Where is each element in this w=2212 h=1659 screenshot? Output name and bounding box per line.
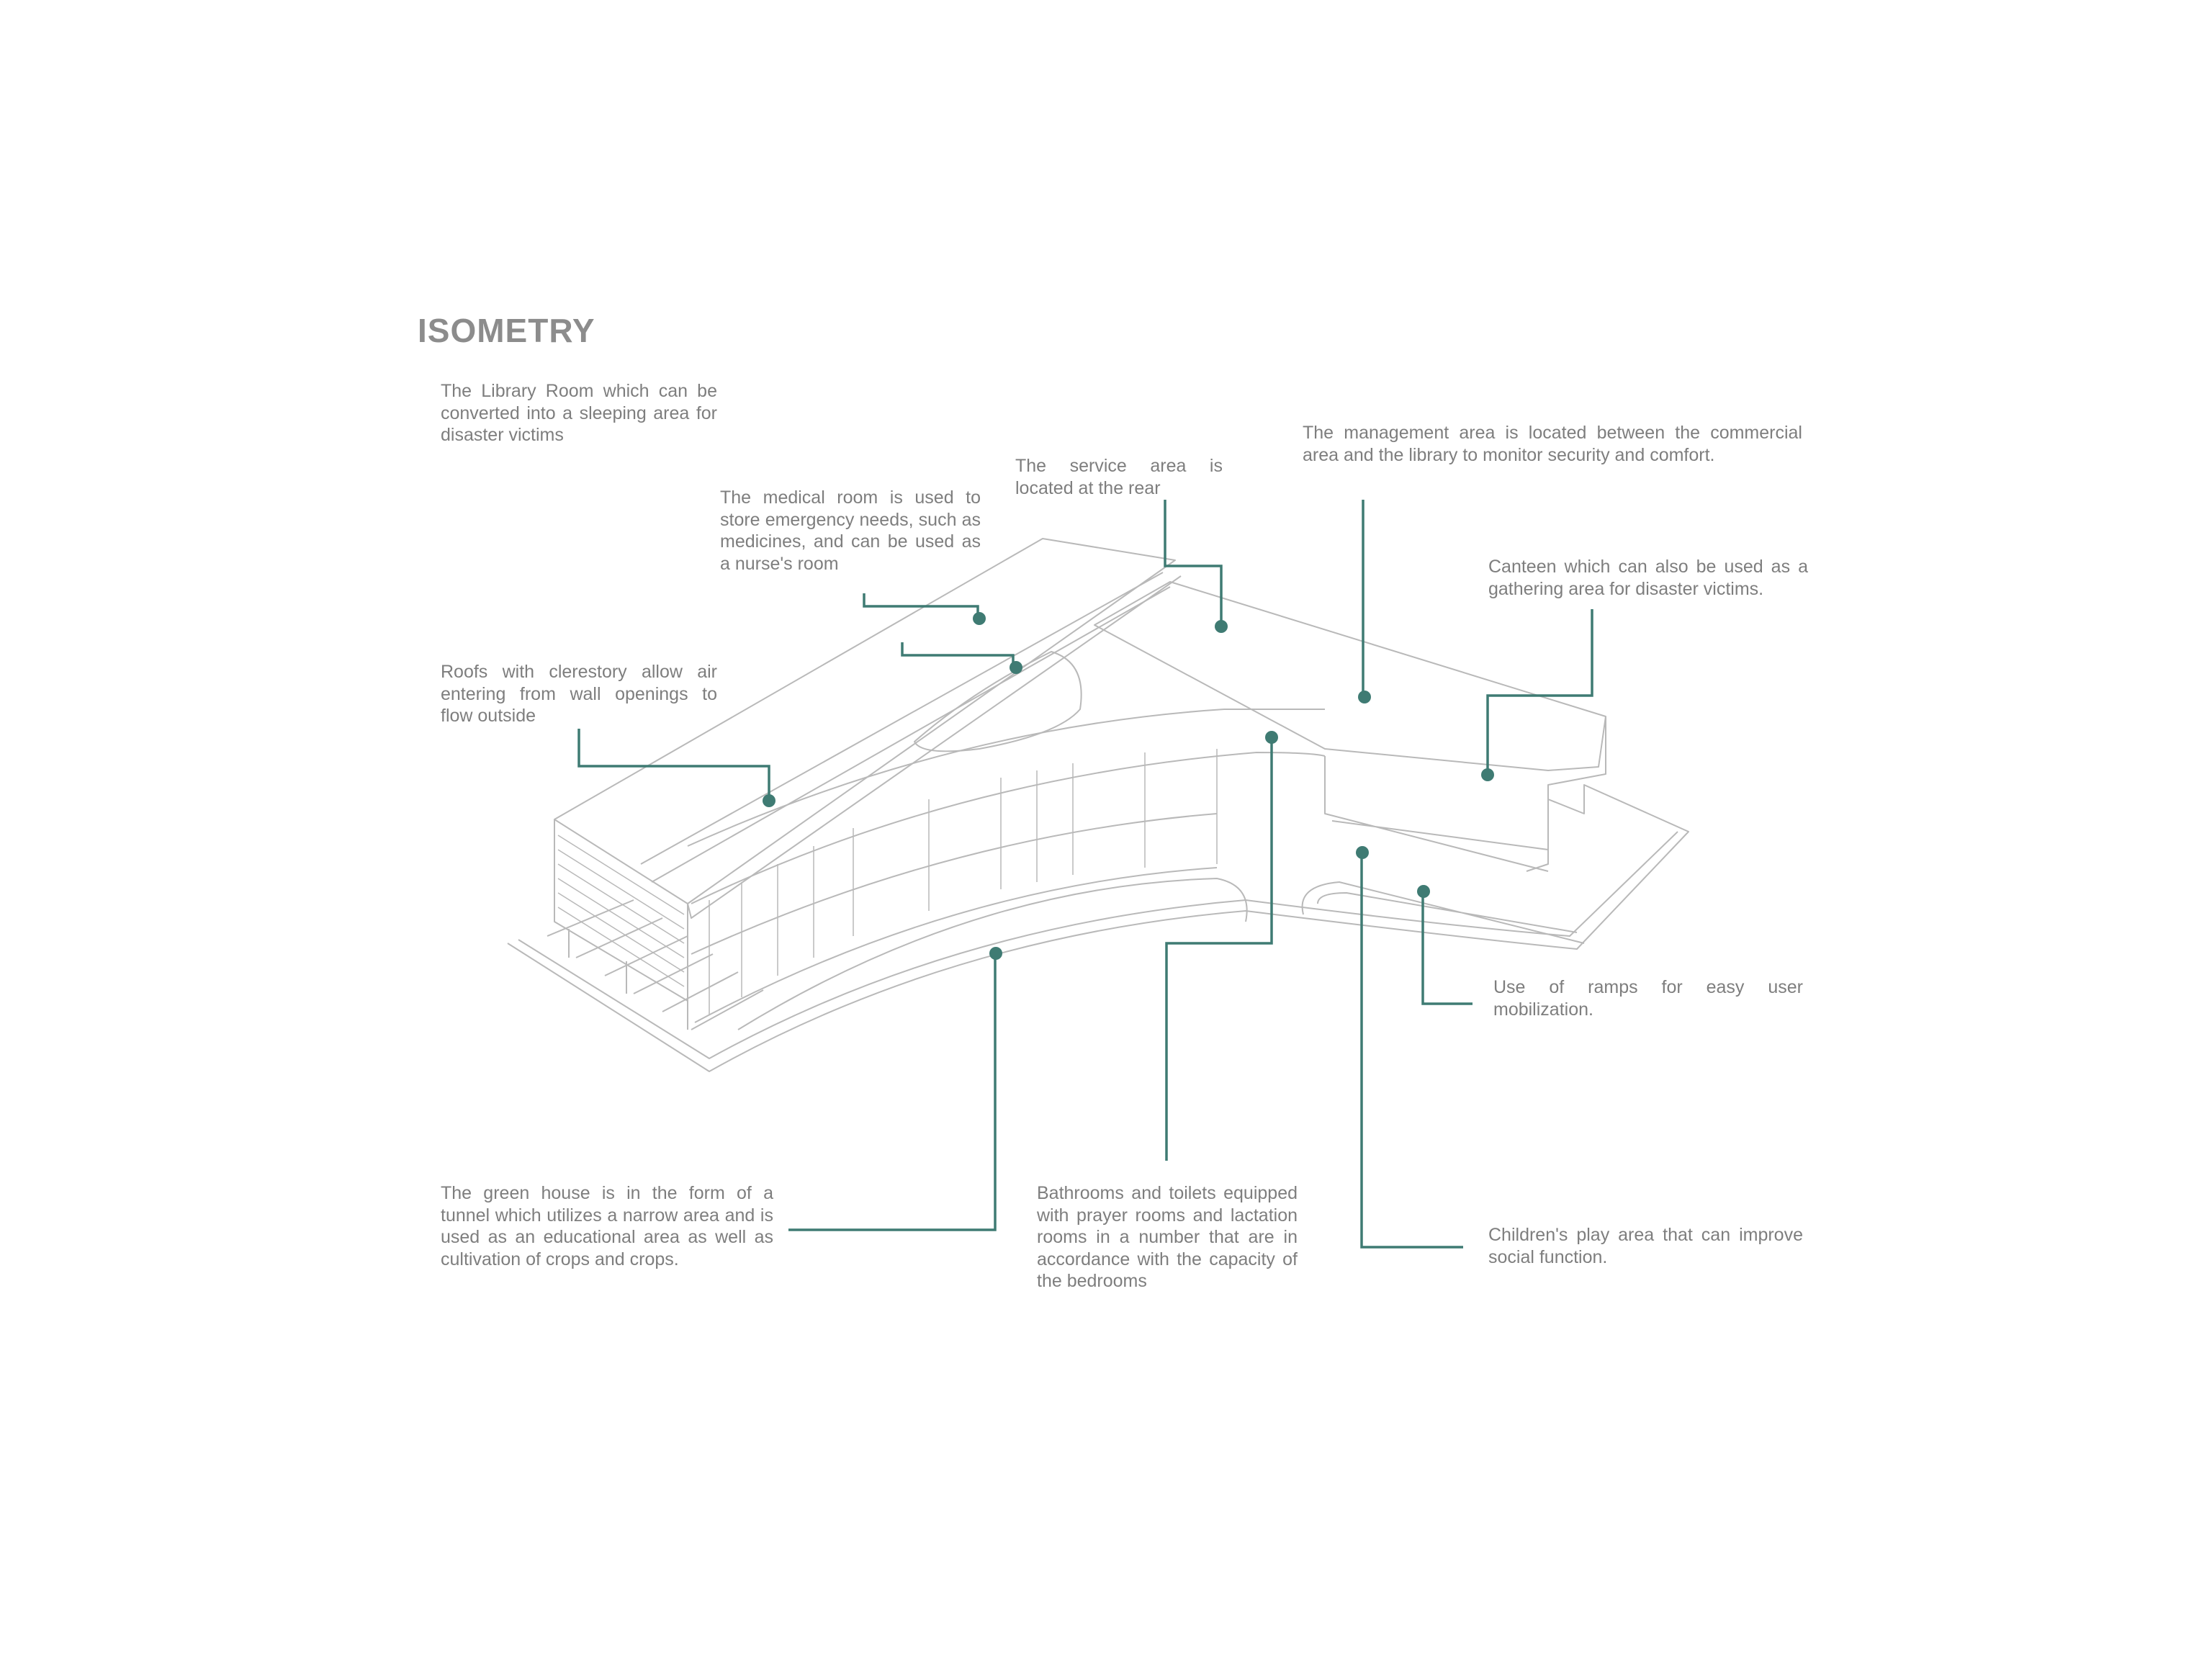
leader-clerestory xyxy=(901,642,1015,668)
facade-floor-2 xyxy=(687,709,1325,847)
clerestory-band xyxy=(640,572,1171,883)
marker-service xyxy=(1215,620,1228,633)
mullions xyxy=(709,749,1218,1015)
marker-canteen xyxy=(1481,768,1494,781)
note-management: The management area is located between t… xyxy=(1303,423,1802,465)
leader-lines xyxy=(577,500,1593,1249)
leader-greenhouse xyxy=(788,953,997,1231)
canopy-curve xyxy=(1324,756,1549,872)
note-bathrooms: Bathrooms and toilets equipped with pray… xyxy=(1037,1183,1298,1291)
note-playarea: Children's play area that can improve so… xyxy=(1488,1225,1803,1267)
marker-medical xyxy=(973,612,986,625)
note-greenhouse: The green house is in the form of a tunn… xyxy=(441,1183,773,1269)
parking-stripes xyxy=(547,899,764,1030)
marker-clerestory xyxy=(1010,661,1022,674)
ramp-curve xyxy=(1301,881,1585,944)
page-title: ISOMETRY xyxy=(418,312,595,349)
facade-bottom xyxy=(694,867,1218,1023)
leader-service xyxy=(1164,500,1223,626)
marker-playarea xyxy=(1356,846,1369,859)
right-wing-side xyxy=(1526,716,1606,872)
building-outline xyxy=(507,538,1689,1072)
left-screen-wall xyxy=(554,819,688,1002)
marker-greenhouse xyxy=(989,947,1002,960)
note-service: The service area is located at the rear xyxy=(1015,456,1223,498)
right-wing-roof xyxy=(1094,581,1606,771)
marker-roofs xyxy=(763,794,775,807)
marker-bathrooms xyxy=(1265,731,1278,744)
leader-playarea xyxy=(1360,853,1463,1249)
note-canteen: Canteen which can also be used as a gath… xyxy=(1488,557,1808,599)
markers xyxy=(763,612,1494,960)
planter-curve xyxy=(737,878,1248,1030)
leader-canteen xyxy=(1486,609,1593,775)
leader-roofs xyxy=(577,729,770,801)
note-library: The Library Room which can be converted … xyxy=(441,381,717,445)
note-roofs: Roofs with clerestory allow air entering… xyxy=(441,662,717,726)
left-wing-roof-edge xyxy=(687,575,1182,919)
leader-bathrooms xyxy=(1165,737,1273,1161)
ground-slab xyxy=(507,784,1689,1072)
leader-medical xyxy=(863,593,979,618)
facade-top-curve xyxy=(691,752,1326,904)
columns xyxy=(568,929,688,1030)
facade-floor-1 xyxy=(691,813,1218,955)
screen-louvers xyxy=(557,835,685,987)
marker-ramps xyxy=(1417,885,1430,898)
leader-ramps xyxy=(1421,891,1473,1005)
note-ramps: Use of ramps for easy user mobilization. xyxy=(1493,977,1803,1020)
left-wing-roof xyxy=(554,538,1176,904)
marker-management xyxy=(1358,691,1371,703)
ground-slab-inner xyxy=(518,831,1678,1059)
courtyard-void xyxy=(914,651,1082,752)
note-medical: The medical room is used to store emerge… xyxy=(720,487,981,574)
